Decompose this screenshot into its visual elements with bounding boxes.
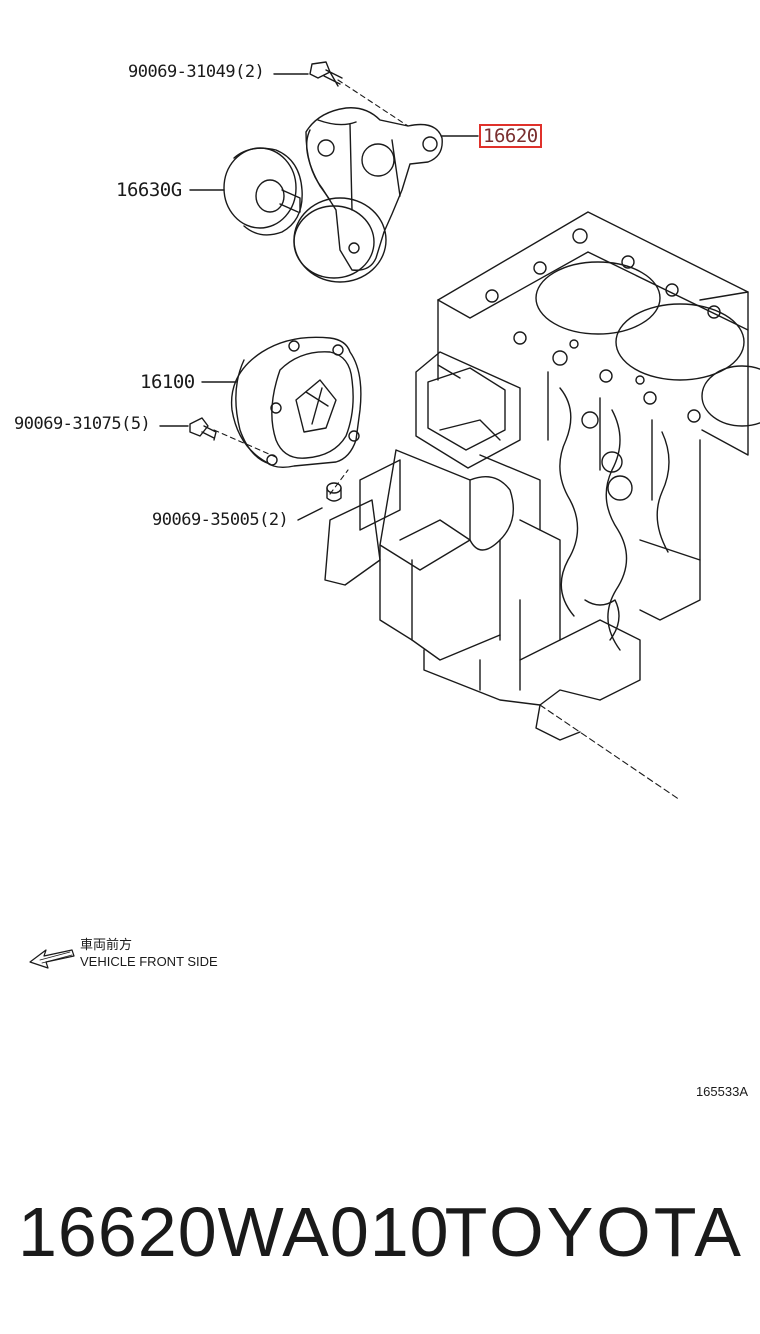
callout-dowel: 90069-35005(2) — [152, 510, 289, 530]
callout-water-pump: 16100 — [140, 371, 195, 393]
tensioner-illustration — [293, 107, 443, 283]
bolt-assembly-line — [337, 79, 409, 127]
water-pump-illustration — [230, 336, 362, 469]
callout-bolt-top: 90069-31049(2) — [128, 62, 265, 82]
vehicle-front-arrow — [29, 949, 75, 969]
dowel-assembly-line — [329, 469, 349, 495]
leader-dowel — [297, 507, 323, 521]
dowel-illustration — [326, 482, 342, 502]
pump-bolt-assembly-line — [213, 429, 279, 459]
diagram-reference-code: 165533A — [695, 1084, 748, 1099]
idler-pulley-illustration — [223, 147, 303, 236]
engine-centerline — [539, 704, 681, 801]
callout-idler-pulley: 16630G — [116, 179, 182, 201]
bolt-top-illustration — [309, 61, 343, 87]
footer-brand: TOYOTA — [444, 1193, 744, 1271]
callout-bolt-pump: 90069-31075(5) — [14, 414, 151, 434]
bolt-pump-illustration — [189, 417, 217, 441]
footer-part-number: 16620WA010 — [18, 1193, 450, 1271]
front-indicator-chinese: 車両前方 — [80, 938, 133, 953]
front-indicator-english: VEHICLE FRONT SIDE — [80, 954, 218, 969]
engine-block-outline — [324, 211, 760, 741]
callout-tensioner[interactable]: 16620 — [479, 124, 542, 148]
